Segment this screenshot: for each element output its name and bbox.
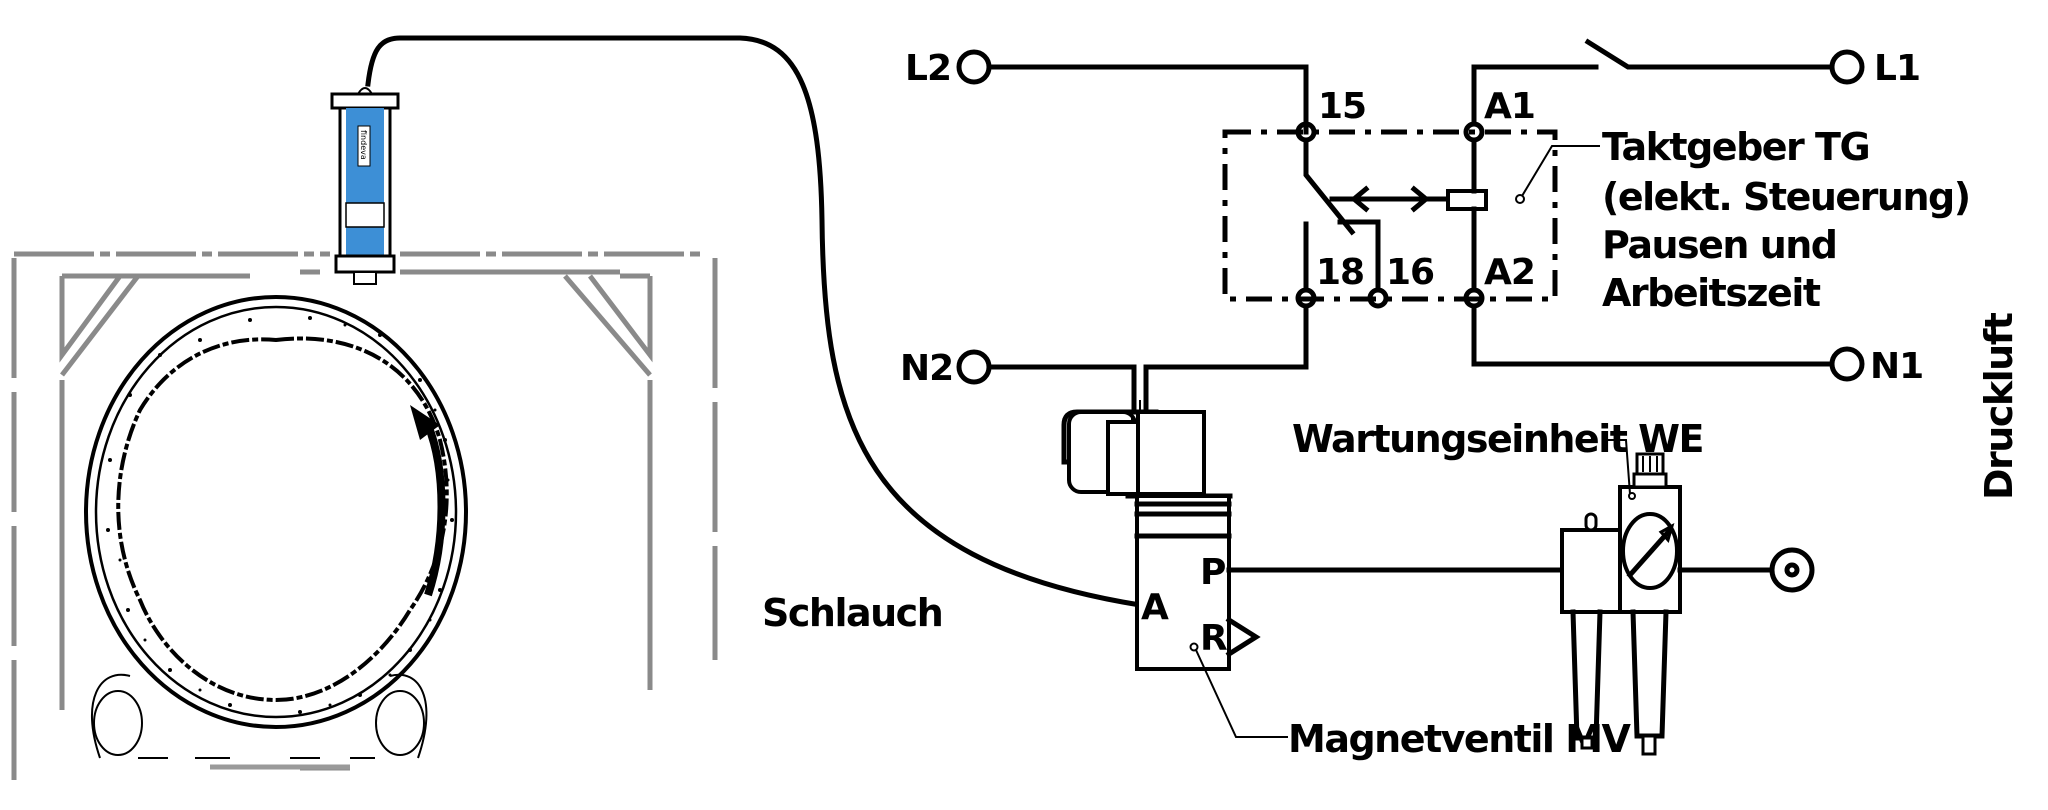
changeover-contact [1303, 137, 1356, 236]
timer-label-line1: Taktgeber TG [1602, 125, 1869, 169]
main-switch [1584, 38, 1835, 70]
compressed-air-inlet [1769, 547, 1815, 593]
timer-relay-box [1222, 129, 1558, 302]
valve-port-r: R [1200, 618, 1227, 659]
rotation-arrow [410, 405, 446, 597]
air-knocker-cylinder: findeva [330, 87, 400, 285]
terminal-n2-label: N2 [900, 348, 953, 389]
pin-a2-label: A2 [1484, 252, 1535, 293]
compressed-air-label: Druckluft [1977, 312, 2021, 500]
pin-a1-label: A1 [1484, 86, 1535, 127]
timer-label-line2: (elekt. Steuerung) [1602, 175, 1970, 219]
service-unit-label: Wartungseinheit WE [1292, 417, 1703, 461]
terminal-n2: N2 [900, 348, 992, 389]
terminal-n1: N1 [1829, 346, 1924, 387]
wire-l2 [986, 64, 1309, 135]
terminal-n1-label: N1 [1870, 346, 1923, 387]
timer-callout-dot [1515, 194, 1525, 204]
terminal-l1: L1 [1829, 48, 1921, 89]
timer-label-line3: Pausen und [1602, 223, 1837, 267]
support-rollers [91, 673, 428, 759]
pin-18-label: 18 [1316, 252, 1364, 293]
solenoid-valve: A P R [1061, 400, 1261, 671]
timer-label-line4: Arbeitszeit [1602, 271, 1821, 315]
pin-15-label: 15 [1318, 86, 1366, 127]
pin-16-label: 16 [1386, 252, 1434, 293]
service-unit [1560, 452, 1682, 756]
relay-coil [1446, 189, 1488, 211]
valve-port-a: A [1141, 587, 1169, 628]
service-unit-callout-line [1604, 439, 1631, 495]
valve-port-p: P [1200, 552, 1225, 593]
cylinder-brand-label: findeva [359, 130, 368, 160]
hose-line [365, 35, 1143, 608]
terminal-l2: L2 [905, 48, 992, 89]
timer-callout-line [1521, 145, 1600, 197]
terminal-l2-label: L2 [905, 48, 951, 89]
pin-16-node [1367, 287, 1389, 309]
terminal-l1-label: L1 [1874, 48, 1920, 89]
hose-label: Schlauch [762, 591, 942, 635]
wire-n2 [986, 303, 1309, 415]
support-frame [11, 251, 718, 780]
valve-callout-line [1195, 649, 1288, 738]
pipe-with-deposit [84, 295, 468, 729]
